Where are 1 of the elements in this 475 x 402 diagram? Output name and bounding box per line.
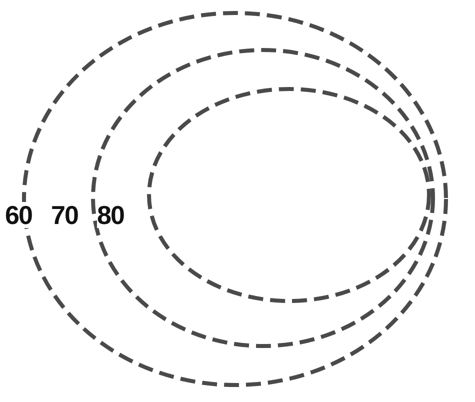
contour-value: 60 [5,202,32,228]
